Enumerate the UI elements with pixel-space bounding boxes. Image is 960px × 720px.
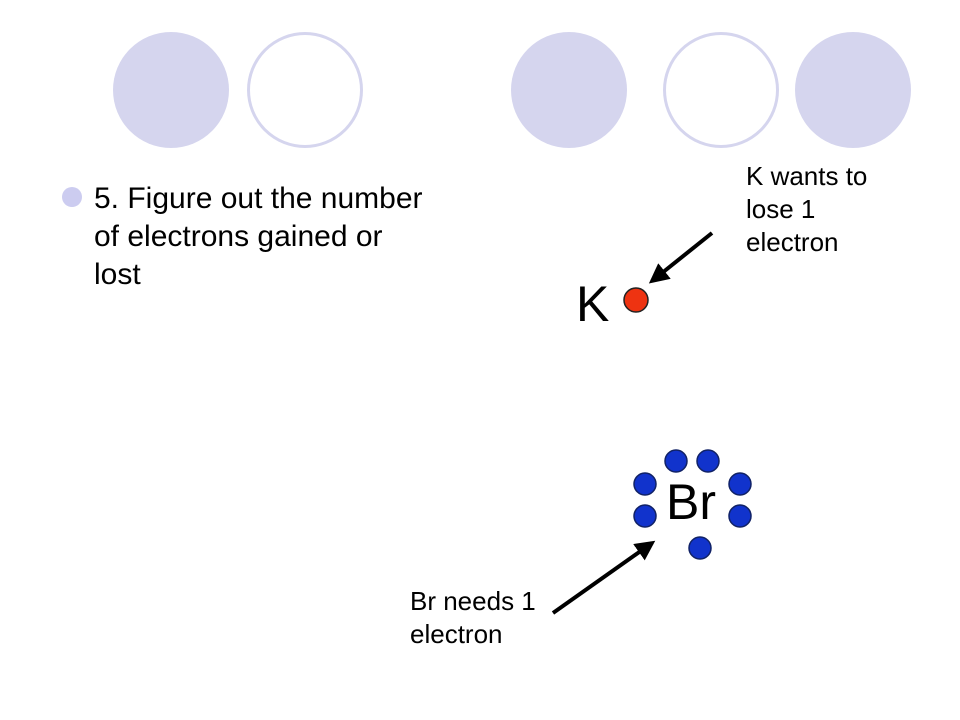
electron-dot	[633, 504, 657, 528]
bullet-text: 5. Figure out the number of electrons ga…	[94, 182, 423, 291]
br-symbol: Br	[666, 474, 716, 530]
decor-circle-filled	[511, 32, 627, 148]
k-arrow	[648, 231, 714, 284]
electron-dot	[664, 449, 688, 473]
decor-circle-outline	[663, 32, 779, 148]
electron-dot	[633, 472, 657, 496]
br-electrons	[633, 449, 752, 560]
electron-dot	[728, 472, 752, 496]
electron-dot	[688, 536, 712, 560]
decor-circle-filled	[795, 32, 911, 148]
k-symbol: K	[576, 276, 610, 332]
decor-circle-filled	[113, 32, 229, 148]
br-annotation: Br needs 1 electron	[410, 586, 536, 649]
k-electrons	[623, 287, 649, 313]
bullet-dot-icon	[62, 187, 82, 207]
electron-dot	[696, 449, 720, 473]
k-annotation: K wants to lose 1 electron	[746, 161, 868, 257]
decor-circle-outline	[247, 32, 363, 148]
electron-dot	[728, 504, 752, 528]
br-arrow	[551, 540, 656, 615]
electron-dot	[623, 287, 649, 313]
